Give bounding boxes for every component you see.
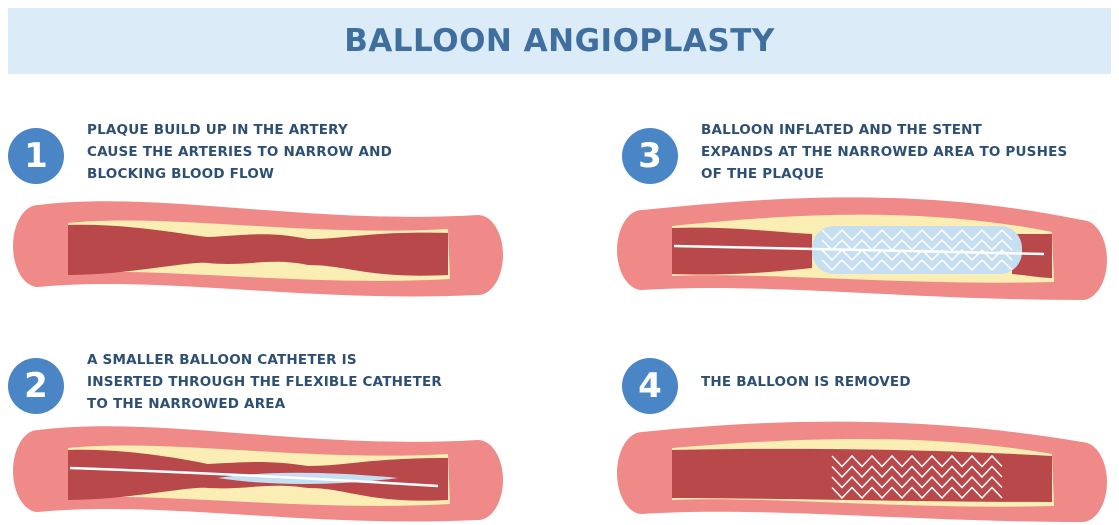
step-2-number-badge: 2 <box>8 358 64 414</box>
step-3-line-2: EXPANDS AT THE NARROWED AREA TO PUSHES <box>701 141 1067 163</box>
step-2-line-1: A SMALLER BALLOON CATHETER IS <box>87 349 442 371</box>
step-1-description: PLAQUE BUILD UP IN THE ARTERY CAUSE THE … <box>87 119 392 185</box>
artery-balloon-inflated-illustration <box>612 190 1112 300</box>
step-3-description: BALLOON INFLATED AND THE STENT EXPANDS A… <box>701 119 1067 185</box>
step-4-number-badge: 4 <box>622 358 678 414</box>
page-title: BALLOON ANGIOPLASTY <box>344 23 775 59</box>
step-3-number-badge: 3 <box>622 128 678 184</box>
blood-channel <box>672 228 812 275</box>
artery-catheter-illustration <box>8 420 508 520</box>
step-2-line-2: INSERTED THROUGH THE FLEXIBLE CATHETER <box>87 371 442 393</box>
step-2-line-3: TO THE NARROWED AREA <box>87 393 442 415</box>
artery-stent-in-place-illustration <box>612 418 1112 522</box>
step-1-line-2: CAUSE THE ARTERIES TO NARROW AND <box>87 141 392 163</box>
step-4-line-1: THE BALLOON IS REMOVED <box>701 371 911 393</box>
step-2-description: A SMALLER BALLOON CATHETER IS INSERTED T… <box>87 349 442 415</box>
title-banner: BALLOON ANGIOPLASTY <box>8 8 1111 74</box>
step-4-description: THE BALLOON IS REMOVED <box>701 371 911 393</box>
artery-narrowed-illustration <box>8 195 508 295</box>
step-3-line-3: OF THE PLAQUE <box>701 163 1067 185</box>
blood-channel <box>672 449 1052 502</box>
step-1-line-1: PLAQUE BUILD UP IN THE ARTERY <box>87 119 392 141</box>
step-3-line-1: BALLOON INFLATED AND THE STENT <box>701 119 1067 141</box>
step-1-number-badge: 1 <box>8 128 64 184</box>
step-1-line-3: BLOCKING BLOOD FLOW <box>87 163 392 185</box>
